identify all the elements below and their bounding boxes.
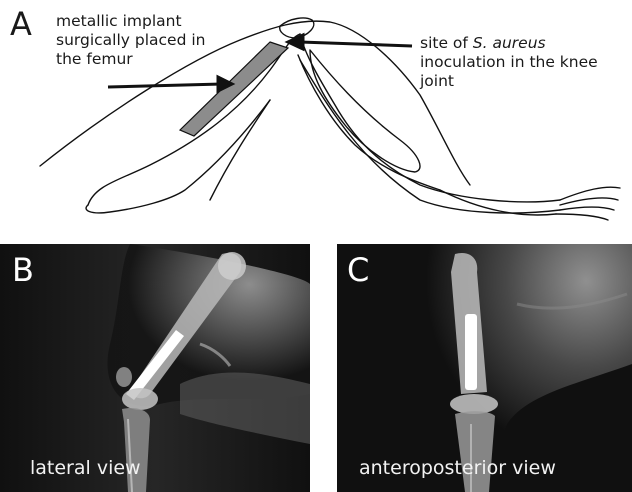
bacteria-name: S. aureus — [473, 34, 546, 52]
lower-leg-line — [210, 100, 270, 200]
inoculation-annotation: site of S. aureus inoculation in the kne… — [420, 34, 598, 91]
inoculation-label-line-3: joint — [420, 72, 598, 91]
panel-a-letter: A — [10, 8, 32, 40]
panel-b-xray: B lateral view — [0, 244, 310, 492]
lateral-view-label: lateral view — [30, 459, 141, 478]
inoculation-label-line-1: site of S. aureus — [420, 34, 598, 53]
toe-4 — [556, 214, 608, 220]
panel-c-letter: C — [347, 254, 369, 286]
foot-sole — [440, 190, 556, 215]
implant-rod — [465, 314, 477, 390]
anteroposterior-xray-image — [337, 244, 632, 492]
inoculation-arrow-line — [300, 42, 412, 46]
foot-heel — [86, 100, 270, 213]
implant-arrow-line — [108, 84, 222, 87]
implant-label-line-2: surgically placed in — [56, 31, 205, 50]
implant-annotation: metallic implant surgically placed in th… — [56, 12, 205, 69]
toe-3 — [560, 207, 614, 210]
panel-a-diagram: A metallic implant surgically placed in … — [0, 0, 632, 232]
panel-c-xray: C anteroposterior view — [337, 244, 632, 492]
lateral-xray-image — [0, 244, 310, 492]
inoculation-prefix: site of — [420, 34, 473, 52]
anteroposterior-view-label: anteroposterior view — [359, 459, 556, 478]
toe-2 — [560, 198, 618, 205]
panel-b-letter: B — [12, 254, 34, 286]
implant-label-line-1: metallic implant — [56, 12, 205, 31]
implant-label-line-3: the femur — [56, 50, 205, 69]
inoculation-label-line-2: inoculation in the knee — [420, 53, 598, 72]
